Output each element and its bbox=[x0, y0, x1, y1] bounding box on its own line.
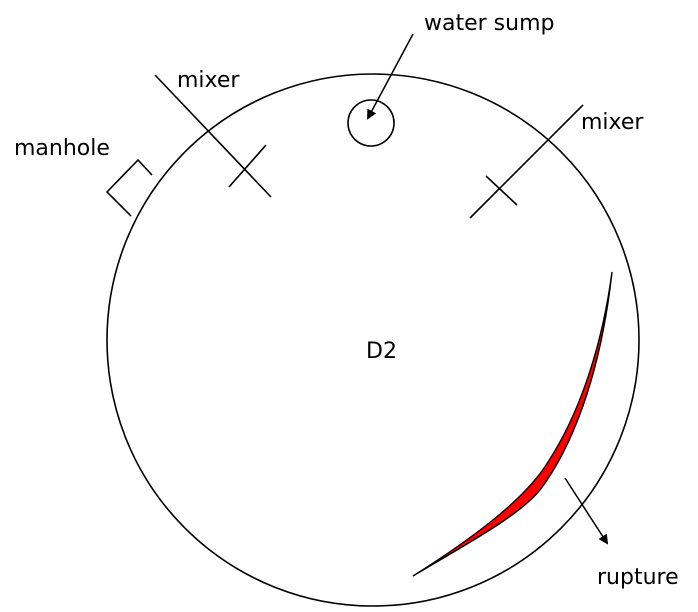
mixer-left-symbol bbox=[154, 74, 272, 198]
mixer-left-label: mixer bbox=[177, 68, 240, 93]
water-sump-label: water sump bbox=[424, 11, 554, 36]
rupture-label: rupture bbox=[597, 565, 679, 590]
tank-outline bbox=[106, 73, 640, 607]
water-sump-arrow bbox=[367, 33, 414, 120]
manhole-label: manhole bbox=[14, 136, 110, 161]
rupture-shape bbox=[412, 271, 613, 577]
mixer-right-symbol bbox=[469, 104, 584, 219]
water-sump-circle bbox=[347, 99, 395, 147]
rupture-arrow bbox=[564, 477, 609, 545]
mixer-right-label: mixer bbox=[581, 110, 644, 135]
tank-id-label: D2 bbox=[366, 339, 397, 364]
manhole-symbol bbox=[105, 158, 153, 217]
